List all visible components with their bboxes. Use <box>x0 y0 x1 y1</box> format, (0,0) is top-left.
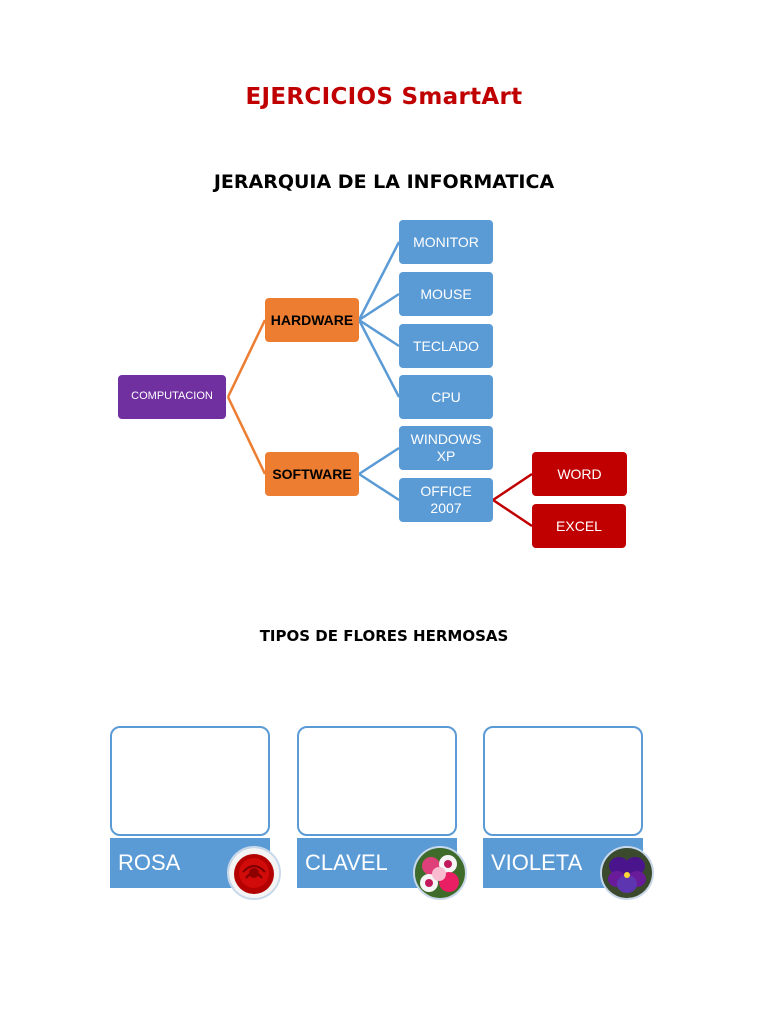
node-mouse: MOUSE <box>399 272 493 316</box>
carnation-image <box>413 846 467 900</box>
node-teclado: TECLADO <box>399 324 493 368</box>
violet-image <box>600 846 654 900</box>
node-windows-xp: WINDOWS XP <box>399 426 493 470</box>
node-computacion: COMPUTACION <box>118 375 226 419</box>
flowers-heading: TIPOS DE FLORES HERMOSAS <box>259 627 509 645</box>
flower-card-rosa <box>110 726 270 836</box>
node-cpu: CPU <box>399 375 493 419</box>
rose-image <box>227 846 281 900</box>
node-excel: EXCEL <box>532 504 626 548</box>
flower-card-violeta <box>483 726 643 836</box>
node-word: WORD <box>532 452 627 496</box>
node-hardware: HARDWARE <box>265 298 359 342</box>
node-monitor: MONITOR <box>399 220 493 264</box>
flower-card-clavel <box>297 726 457 836</box>
hierarchy-heading: JERARQUIA DE LA INFORMATICA <box>213 171 555 193</box>
node-office-2007: OFFICE 2007 <box>399 478 493 522</box>
node-software: SOFTWARE <box>265 452 359 496</box>
document-title: EJERCICIOS SmartArt <box>245 84 523 110</box>
